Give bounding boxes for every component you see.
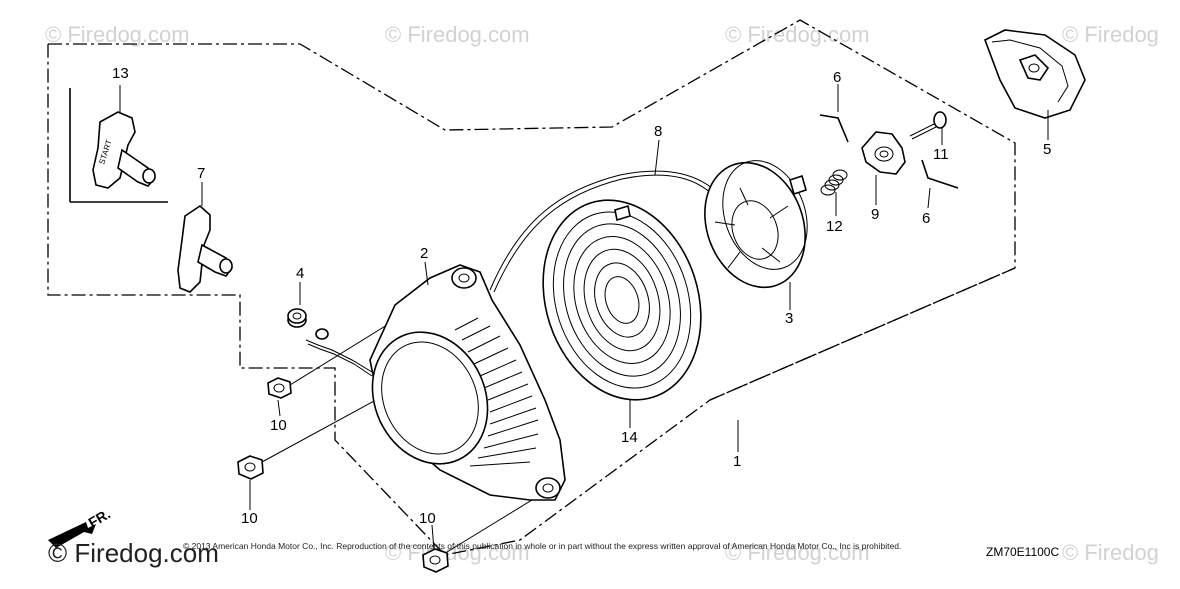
callout-12: 12 [826,218,843,235]
start-handle: START [92,111,157,189]
watermark: © Firedog [1062,540,1159,565]
front-marker: FR. [86,505,114,530]
recoil-spring [542,199,702,401]
starter-rope [493,174,717,293]
small-spring [820,169,848,196]
assembly-boundary-edge [709,267,1016,401]
callout-13: 13 [112,65,129,82]
callout-7: 7 [197,165,206,182]
callout-11: 11 [933,146,949,163]
ratchet [861,131,906,175]
assembly-boundary [47,19,1016,556]
rope-handle [177,204,233,293]
callout-6: 6 [833,69,842,86]
leader-line [446,491,546,553]
starter-rope [489,170,721,291]
callout-2: 2 [420,245,429,262]
leader-line [289,319,396,386]
reel [704,160,808,289]
rope-guide [305,328,373,377]
pin [819,114,849,143]
copyright-notice: © 2013 American Honda Motor Co., Inc. Re… [183,541,902,551]
callout-6: 6 [922,210,931,227]
leader-line [261,394,386,463]
watermark: © Firedog.com [385,22,530,47]
watermark: © Firedog [1062,22,1159,47]
screw [909,111,947,140]
callout-8: 8 [654,123,663,140]
pin [921,159,959,189]
watermark: © Firedog.com [725,22,870,47]
callout-5: 5 [1043,141,1052,158]
callout-1: 1 [733,453,742,470]
recoil-case [369,264,566,501]
nut [237,455,264,480]
callout-4: 4 [296,265,305,282]
nut [267,377,292,399]
collar [287,308,307,328]
watermark: © Firedog.com [725,540,870,565]
brand-watermark: © Firedog.com [48,538,219,568]
callout-14: 14 [621,429,638,446]
callout-3: 3 [785,310,794,327]
diagram-code: ZM70E1100C [986,545,1060,559]
pulley [983,29,1086,119]
callout-10: 10 [270,417,287,434]
watermark: © Firedog.com [45,22,190,47]
nut [422,548,449,573]
callout-9: 9 [871,206,880,223]
callout-10: 10 [241,510,258,527]
callout-10: 10 [419,510,436,527]
callout-leaders [119,84,1049,551]
